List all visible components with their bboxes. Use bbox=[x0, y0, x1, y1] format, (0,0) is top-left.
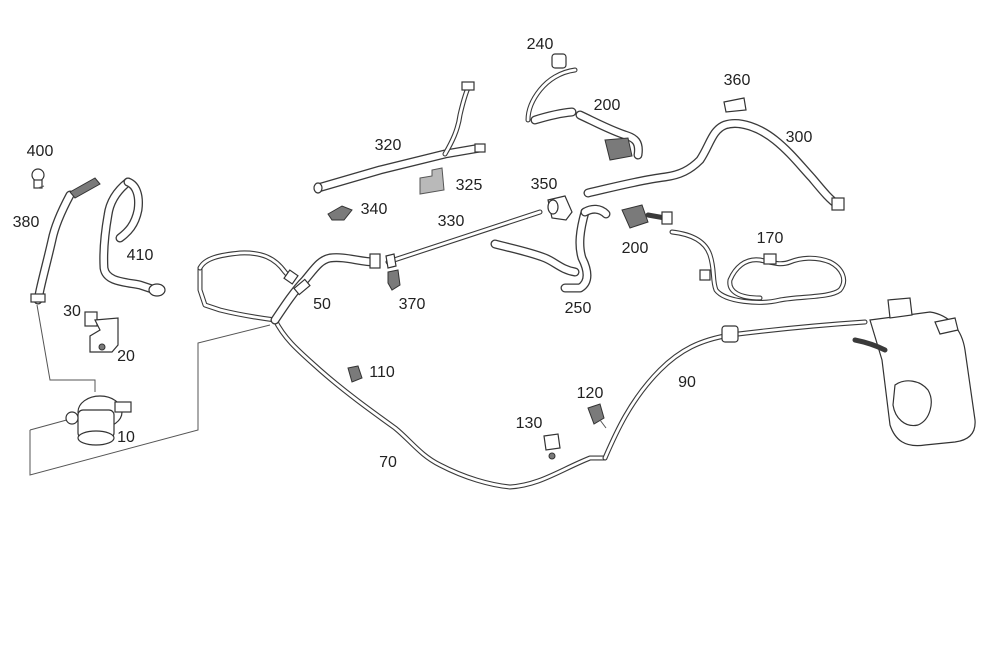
label-400: 400 bbox=[26, 143, 54, 160]
elbow-350[interactable] bbox=[547, 195, 573, 221]
label-325: 325 bbox=[455, 177, 483, 194]
leader-lines bbox=[29, 304, 271, 476]
bracket-20-30[interactable] bbox=[84, 311, 119, 353]
label-70: 70 bbox=[379, 454, 397, 471]
clip-340[interactable] bbox=[327, 205, 353, 221]
label-110: 110 bbox=[369, 364, 395, 381]
hose-410[interactable] bbox=[69, 177, 166, 297]
pipe-90[interactable] bbox=[602, 319, 868, 461]
clip-120[interactable] bbox=[587, 403, 607, 429]
label-330: 330 bbox=[437, 213, 465, 230]
pipe-330[interactable] bbox=[385, 209, 543, 269]
label-10: 10 bbox=[117, 429, 135, 446]
hose-170[interactable] bbox=[669, 229, 847, 305]
label-170: 170 bbox=[756, 230, 784, 247]
label-300: 300 bbox=[785, 129, 813, 146]
label-350: 350 bbox=[530, 176, 558, 193]
pipe-320[interactable] bbox=[313, 81, 486, 194]
clip-370[interactable] bbox=[387, 269, 401, 291]
valve-200-mid[interactable] bbox=[621, 204, 673, 229]
pump-10[interactable] bbox=[65, 395, 132, 446]
hose-200-top[interactable] bbox=[525, 53, 643, 161]
clip-110[interactable] bbox=[347, 365, 363, 383]
label-30: 30 bbox=[63, 303, 81, 320]
pipe-upper-left[interactable] bbox=[197, 250, 299, 285]
label-20: 20 bbox=[117, 348, 135, 365]
label-90: 90 bbox=[678, 374, 696, 391]
label-320: 320 bbox=[374, 137, 402, 154]
hose-380[interactable] bbox=[30, 190, 75, 305]
label-240: 240 bbox=[526, 36, 554, 53]
label-120: 120 bbox=[576, 385, 604, 402]
label-360: 360 bbox=[723, 72, 751, 89]
hose-50[interactable] bbox=[270, 253, 381, 325]
hose-300[interactable] bbox=[583, 119, 845, 211]
label-200-top: 200 bbox=[593, 97, 621, 114]
reservoir-tank[interactable] bbox=[852, 297, 976, 447]
label-370: 370 bbox=[398, 296, 426, 313]
clip-130[interactable] bbox=[543, 433, 561, 460]
label-50: 50 bbox=[313, 296, 331, 313]
label-130: 130 bbox=[515, 415, 543, 432]
part-325[interactable] bbox=[419, 167, 445, 195]
label-410: 410 bbox=[126, 247, 154, 264]
label-340: 340 bbox=[360, 201, 388, 218]
clip-360[interactable] bbox=[723, 97, 747, 113]
label-200-mid: 200 bbox=[621, 240, 649, 257]
hose-250[interactable] bbox=[490, 204, 611, 293]
label-380: 380 bbox=[12, 214, 40, 231]
pipe-70[interactable] bbox=[197, 265, 608, 490]
label-250: 250 bbox=[564, 300, 592, 317]
bleed-screw-400[interactable] bbox=[31, 168, 45, 189]
